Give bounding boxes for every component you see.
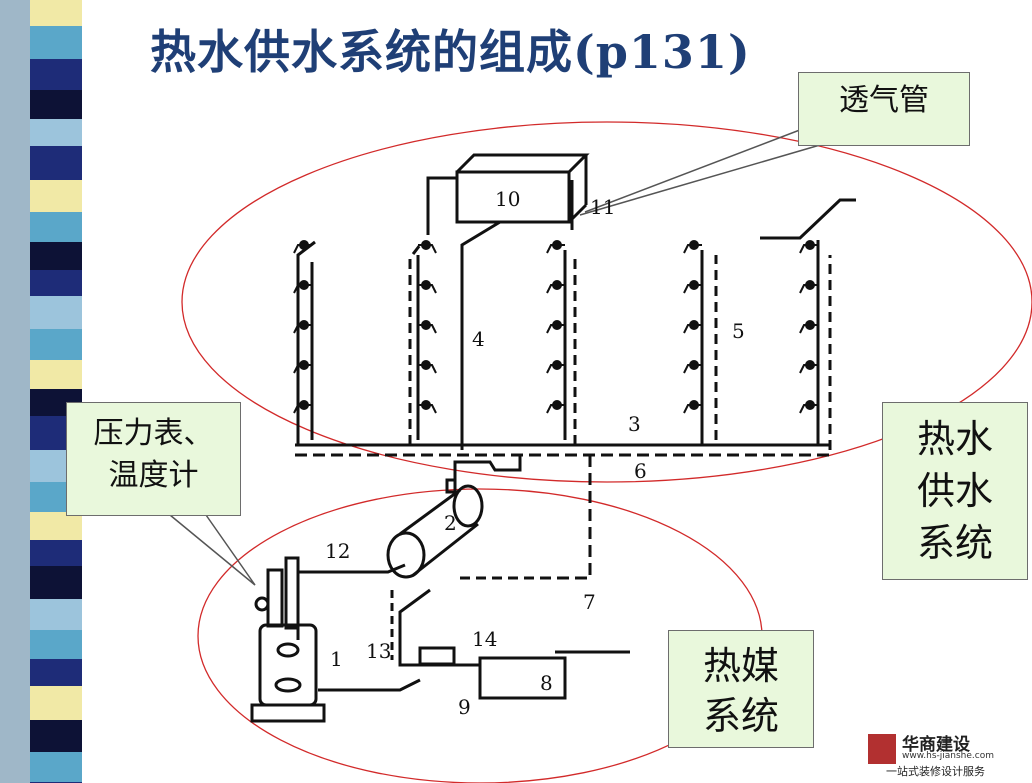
sidebar-block — [30, 512, 82, 540]
tap-spout — [293, 364, 312, 374]
tap-spout — [799, 404, 818, 414]
callout-heat-medium-system: 热媒 系统 — [668, 630, 814, 748]
sidebar-block — [30, 540, 82, 566]
label-4: 4 — [472, 327, 485, 351]
tap-spout — [418, 244, 437, 254]
label-13: 13 — [366, 639, 391, 663]
label-9: 9 — [458, 695, 471, 719]
sidebar-block — [30, 26, 82, 59]
sidebar-block — [30, 0, 82, 26]
sidebar-block — [30, 212, 82, 242]
label-12: 12 — [325, 539, 350, 563]
tap-spout — [418, 324, 437, 334]
sidebar-block — [30, 146, 82, 180]
label-7: 7 — [583, 590, 596, 614]
tap-spout — [546, 404, 565, 414]
callout-hot-water-line-2: 供水 — [916, 469, 993, 513]
sidebar-block — [30, 566, 82, 599]
sidebar-block — [30, 752, 82, 782]
tap-spout — [418, 364, 437, 374]
tap-spout — [683, 324, 702, 334]
callout-hot-water-system: 热水 供水 系统 — [882, 402, 1028, 580]
sidebar-block — [30, 119, 82, 146]
logo-mark-icon — [868, 734, 896, 764]
slide-title: 热水供水系统的组成(p131) — [150, 25, 751, 79]
tap-spout — [293, 284, 312, 294]
tap-spout — [799, 284, 818, 294]
label-14: 14 — [472, 627, 497, 651]
tap-spout — [799, 244, 818, 254]
label-3: 3 — [628, 412, 641, 436]
sidebar-block — [30, 329, 82, 360]
label-5: 5 — [732, 319, 745, 343]
decorative-sidebar — [0, 0, 88, 783]
tap-spout — [546, 244, 565, 254]
sidebar-block — [30, 720, 82, 752]
callout-vent-pipe-text: 透气管 — [839, 83, 929, 118]
tap-spout — [683, 244, 702, 254]
sidebar-stripe — [0, 0, 30, 783]
tap-spout — [293, 244, 312, 254]
watermark-logo: 华商建设 www.hs-jianshe.com 一站式装修设计服务 — [868, 728, 1026, 778]
water-fixtures — [293, 240, 818, 414]
sidebar-block — [30, 180, 82, 212]
tap-spout — [418, 404, 437, 414]
tap-spout — [293, 324, 312, 334]
callout-heat-medium-line-2: 系统 — [702, 694, 779, 738]
sidebar-block — [30, 270, 82, 296]
pipe-network — [250, 153, 856, 723]
label-11: 11 — [590, 195, 615, 219]
callout-heat-medium-line-1: 热媒 — [702, 644, 779, 688]
tap-spout — [683, 284, 702, 294]
tap-spout — [293, 404, 312, 414]
callout-gauge: 压力表、 温度计 — [66, 402, 241, 516]
callout-gauge-line-2: 温度计 — [108, 458, 199, 493]
tap-spout — [546, 284, 565, 294]
sidebar-block — [30, 90, 82, 119]
tap-spout — [683, 364, 702, 374]
label-8: 8 — [540, 671, 553, 695]
sidebar-block — [30, 59, 82, 90]
sidebar-block — [30, 630, 82, 659]
tap-spout — [546, 364, 565, 374]
tap-spout — [546, 324, 565, 334]
label-10: 10 — [495, 187, 520, 211]
tap-spout — [683, 404, 702, 414]
callout-hot-water-line-3: 系统 — [916, 521, 993, 565]
logo-url: www.hs-jianshe.com — [902, 751, 994, 761]
boiler-1 — [258, 623, 318, 707]
label-2: 2 — [444, 511, 457, 535]
sidebar-block — [30, 686, 82, 720]
sidebar-block — [30, 599, 82, 630]
sidebar-block — [30, 659, 82, 686]
condensate-tank-8 — [478, 656, 567, 700]
sidebar-block — [30, 242, 82, 270]
label-1: 1 — [330, 647, 343, 671]
tap-spout — [799, 324, 818, 334]
tap-spout — [418, 284, 437, 294]
sidebar-block — [30, 296, 82, 329]
logo-name: 华商建设 — [902, 735, 970, 755]
hot-water-system-ellipse — [181, 121, 1032, 483]
label-6: 6 — [634, 459, 647, 483]
sidebar-block — [30, 360, 82, 389]
callout-hot-water-line-1: 热水 — [916, 417, 993, 461]
tank-10 — [455, 170, 571, 224]
callout-vent-pipe: 透气管 — [798, 72, 970, 146]
logo-tagline: 一站式装修设计服务 — [886, 765, 985, 778]
tap-spout — [799, 364, 818, 374]
callout-gauge-line-1: 压力表、 — [93, 416, 214, 451]
